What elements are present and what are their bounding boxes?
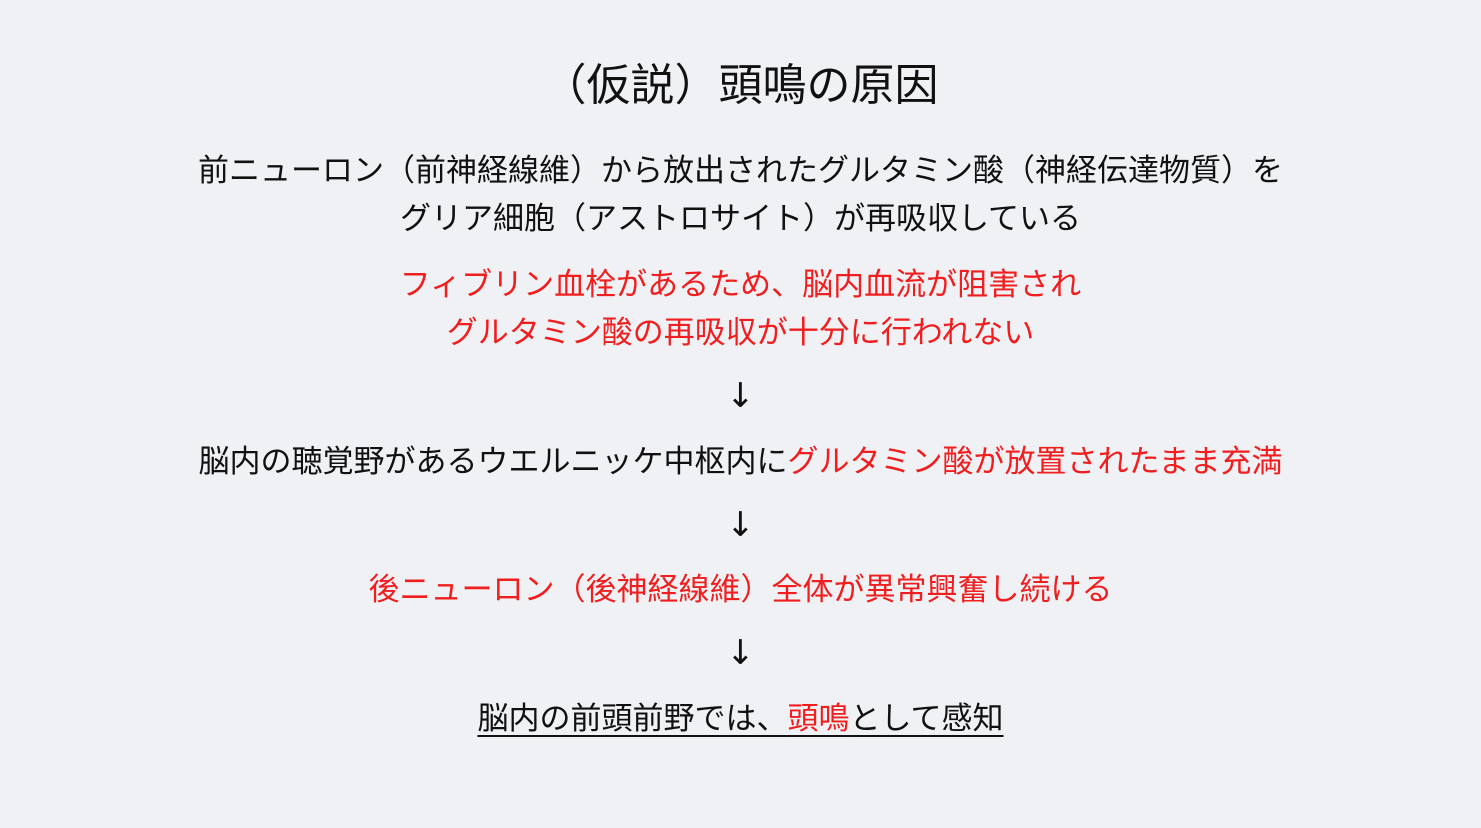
perception-text: 脳内の前頭前野では、頭鳴として感知 bbox=[477, 701, 1003, 737]
cause-line-1: フィブリン血栓があるため、脳内血流が阻害され bbox=[399, 267, 1082, 303]
down-arrow-icon: ↓ bbox=[726, 376, 755, 416]
perception-suffix: として感知 bbox=[849, 701, 1004, 737]
cause-line-2: グルタミン酸の再吸収が十分に行われない bbox=[446, 315, 1035, 351]
down-arrow-icon: ↓ bbox=[726, 505, 755, 545]
perception-prefix: 脳内の前頭前野では、 bbox=[477, 701, 788, 737]
down-arrow-icon: ↓ bbox=[726, 633, 755, 673]
intro-line-2: グリア細胞（アストロサイト）が再吸収している bbox=[399, 201, 1082, 237]
accumulation-line: 脳内の聴覚野があるウエルニッケ中枢内にグルタミン酸が放置されたまま充満 bbox=[0, 439, 1481, 485]
accumulation-highlight: グルタミン酸が放置されたまま充満 bbox=[787, 444, 1283, 480]
perception-line: 脳内の前頭前野では、頭鳴として感知 bbox=[0, 696, 1481, 742]
intro-line-1: 前ニューロン（前神経線維）から放出されたグルタミン酸（神経伝達物質）を bbox=[198, 153, 1283, 189]
perception-highlight: 頭鳴 bbox=[787, 701, 850, 737]
excitation-line: 後ニューロン（後神経線維）全体が異常興奮し続ける bbox=[368, 572, 1113, 608]
accumulation-prefix: 脳内の聴覚野があるウエルニッケ中枢内に bbox=[198, 444, 788, 480]
slide-title: （仮説）頭鳴の原因 bbox=[542, 60, 939, 111]
